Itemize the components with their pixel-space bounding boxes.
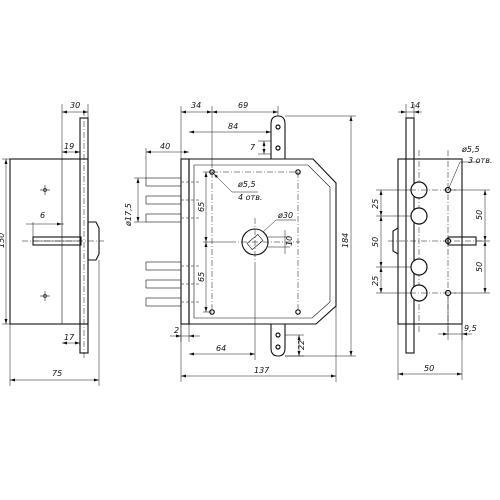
end-dim-25-bottom: 25 [371,276,380,286]
front-dim-64: 64 [216,344,226,353]
front-bottom-tab [270,324,286,357]
front-faceplate [180,158,190,325]
front-dim-34: 34 [191,101,201,110]
end-faceplate [405,117,415,354]
end-hole-note-dia: ø5,5 [461,145,480,154]
front-dim-bolt-dia: ø17,5 [124,203,133,227]
side-escutcheon [87,221,100,261]
side-screw-bottom [40,291,50,301]
end-body [397,158,463,325]
side-dim-17: 17 [64,333,75,342]
front-top-tab-hole [275,124,281,130]
side-dim-150: 150 [0,233,6,248]
front-bottom-tab-hole [275,332,281,338]
side-dim-30: 30 [70,101,80,110]
side-screw-top [40,185,50,195]
front-view: 34 69 84 40 7 ø5,5 4 отв. ø17,5 [124,101,356,382]
front-dim-7: 7 [250,143,256,152]
front-hole-note-count: 4 отв. [238,193,262,202]
end-bolt-hole-2 [410,207,428,225]
front-top-tab-hole-2 [275,145,281,151]
side-view: 30 19 150 6 17 75 [0,101,104,386]
front-dim-65-lower: 65 [197,272,206,282]
front-dim-22: 22 [297,340,306,350]
end-hole-note-count: 3 отв. [468,156,492,165]
front-mount-hole-4 [295,309,301,315]
front-bolts-upper [145,177,200,223]
end-dim-50-right-bottom: 50 [475,262,484,272]
side-dim-75: 75 [52,369,62,378]
front-bolts-lower [145,261,200,307]
end-dim-25-top: 25 [371,199,380,209]
end-view: 14 ø5,5 3 отв. 25 50 25 50 50 [371,101,492,380]
end-dim-9-5: 9,5 [464,324,477,333]
front-dim-137: 137 [254,366,270,375]
end-dim-50-right-top: 50 [475,210,484,220]
end-dim-14: 14 [410,101,420,110]
front-bottom-tab-hole-2 [275,344,281,350]
front-dim-10: 10 [285,236,294,246]
front-case-outline [188,158,337,325]
front-dim-84: 84 [228,122,238,131]
front-dim-69: 69 [238,101,248,110]
front-dim-65-upper: 65 [197,202,206,212]
end-dim-50-width: 50 [424,364,434,373]
front-hole-note-dia: ø5,5 [237,180,256,189]
side-body-outline [9,158,89,325]
front-dim-2: 2 [174,326,179,335]
front-dim-40: 40 [160,142,170,151]
front-cylinder-cam [246,234,264,250]
front-dim-184: 184 [341,233,350,248]
end-dim-50-left: 50 [371,237,380,247]
front-dim-cyl-dia: ø30 [277,211,293,220]
front-top-tab [270,115,286,159]
front-case-inner [193,164,331,319]
end-bolt-hole-3 [410,258,428,276]
side-dim-19: 19 [64,142,74,151]
side-dim-6: 6 [40,211,45,220]
